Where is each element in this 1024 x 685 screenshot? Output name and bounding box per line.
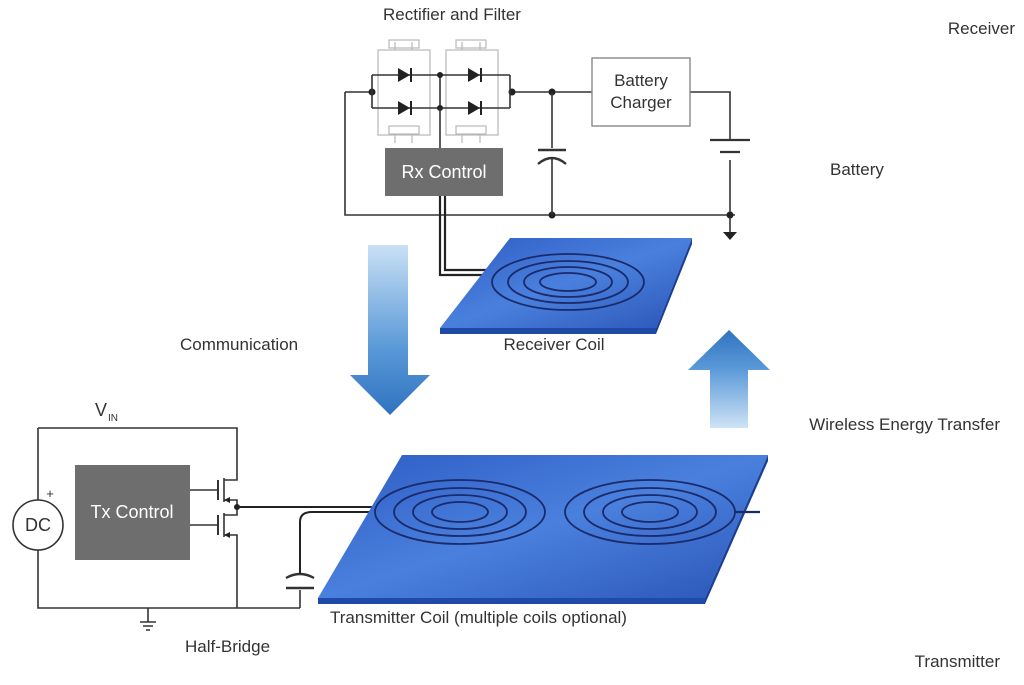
dc-source-icon bbox=[12, 499, 64, 551]
receiver-circuit: Battery Charger Rx Control bbox=[344, 39, 750, 277]
receiver-loop-wire bbox=[344, 92, 735, 216]
communication-label: Communication bbox=[180, 335, 298, 354]
transmitter-coil-edge bbox=[318, 598, 705, 604]
battery-charger-label: Battery bbox=[614, 71, 668, 90]
diode-icon bbox=[398, 101, 410, 115]
vin-subscript: IN bbox=[108, 413, 118, 424]
transmitter-coil-side bbox=[705, 455, 768, 604]
transmitter-label: Transmitter bbox=[915, 652, 1001, 671]
dc-label: DC bbox=[25, 515, 51, 535]
coil-turn bbox=[602, 494, 698, 530]
rx-control-box bbox=[385, 148, 503, 196]
tx-control-box bbox=[75, 465, 190, 560]
battery-label: Battery bbox=[830, 160, 884, 179]
receiver-coil bbox=[440, 238, 692, 334]
mosfet-arrow-icon bbox=[224, 497, 230, 503]
coil-turn bbox=[431, 501, 489, 523]
wireless-energy-label: Wireless Energy Transfer bbox=[809, 415, 1000, 434]
bridge-rails bbox=[371, 74, 511, 109]
vin-label: V bbox=[95, 400, 107, 420]
junction-dot bbox=[726, 211, 734, 219]
ground-icon bbox=[723, 232, 737, 240]
dc-negative-lead bbox=[37, 550, 300, 609]
transmitter-circuit: DC + Tx Control bbox=[12, 427, 380, 631]
receiver-coil-edge bbox=[440, 328, 656, 334]
diode-icon bbox=[468, 101, 480, 115]
transmitter-coil-label: Transmitter Coil (multiple coils optiona… bbox=[330, 608, 627, 627]
ground-icon bbox=[140, 621, 156, 631]
coil-turn bbox=[491, 253, 645, 311]
half-bridge-label: Half-Bridge bbox=[185, 637, 270, 656]
rx-control-label: Rx Control bbox=[401, 162, 486, 182]
coil-turn bbox=[374, 479, 546, 545]
transmitter-coil bbox=[318, 455, 768, 604]
mosfet-arrow-icon bbox=[224, 532, 230, 538]
junction-dot bbox=[437, 72, 443, 78]
communication-arrow-icon bbox=[350, 245, 430, 415]
coil-turn bbox=[539, 272, 597, 292]
coil-turn bbox=[393, 487, 527, 537]
tx-control-label: Tx Control bbox=[90, 502, 173, 522]
energy-transfer-arrow-icon bbox=[688, 330, 770, 428]
coil-turn bbox=[412, 494, 508, 530]
diode-icon bbox=[398, 68, 410, 82]
coil-turn bbox=[507, 260, 629, 304]
series-capacitor-plate-curved bbox=[285, 572, 315, 580]
receiver-coil-plate bbox=[440, 238, 692, 328]
coil-turn bbox=[523, 266, 613, 298]
gate-drive-wires bbox=[190, 489, 218, 526]
battery-charger-box bbox=[591, 57, 691, 127]
coil-turn bbox=[621, 501, 679, 523]
coil-turn bbox=[583, 487, 717, 537]
battery-charger-label-2: Charger bbox=[610, 93, 672, 112]
receiver-label: Receiver bbox=[948, 19, 1015, 38]
vin-rail bbox=[38, 427, 238, 470]
rectifier-label: Rectifier and Filter bbox=[383, 5, 521, 24]
series-cap-to-coil bbox=[299, 511, 380, 574]
receiver-coil-label: Receiver Coil bbox=[503, 335, 604, 354]
half-bridge-mosfets bbox=[190, 470, 240, 545]
diode-icon bbox=[468, 68, 480, 82]
charger-output-wire bbox=[690, 91, 731, 140]
rectifier-bridge bbox=[371, 39, 511, 143]
dc-plus-label: + bbox=[46, 486, 54, 501]
receiver-coil-side bbox=[656, 238, 692, 334]
